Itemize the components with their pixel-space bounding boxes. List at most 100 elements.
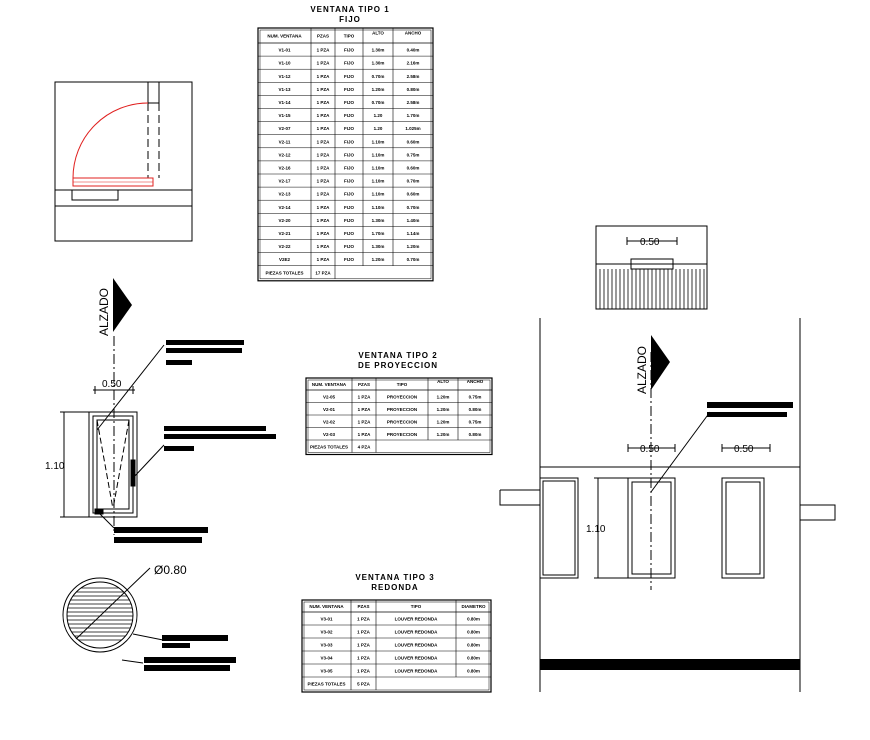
table-cell: FIJO: [344, 113, 355, 118]
table-cell: 1.10m: [372, 165, 385, 170]
table-cell: FIJO: [344, 139, 355, 144]
table-cell: 1 PZA: [317, 152, 331, 157]
table-cell: 1.20m: [437, 407, 450, 412]
table2-subtitle: DE PROYECCION: [358, 361, 438, 370]
table-cell: 2.58m: [407, 74, 420, 79]
table-cell: V2-05: [323, 394, 336, 399]
table-cell: 1 PZA: [317, 48, 331, 53]
table-cell: 1.20m: [407, 244, 420, 249]
table-cell: V1-01: [278, 48, 291, 53]
table-cell: 0.80m: [469, 432, 482, 437]
table-cell: 1.10m: [372, 139, 385, 144]
table-inner-frame: [259, 29, 432, 280]
left-elevation-marker: ALZADO: [97, 278, 132, 535]
table-cell: 1 PZA: [317, 61, 331, 66]
table-cell: V2-20: [278, 218, 291, 223]
table-cell: 1.14m: [407, 231, 420, 236]
table-cell: 1 PZA: [358, 394, 372, 399]
table-cell: 1.30m: [372, 61, 385, 66]
table-cell: 1.10m: [372, 205, 385, 210]
table1-title: VENTANA TIPO 1: [310, 5, 389, 14]
table-inner-frame: [303, 601, 490, 691]
table-cell: FIJO: [344, 179, 355, 184]
table-cell: 1.30m: [372, 218, 385, 223]
table-cell: FIJO: [344, 87, 355, 92]
total-value: 5 PZA: [357, 682, 371, 687]
table-cell: V2-22: [278, 244, 291, 249]
table-cell: V1-12: [278, 74, 291, 79]
sill-section-detail: [595, 225, 708, 310]
table-cell: 1.40m: [407, 218, 420, 223]
table-frame: [257, 27, 434, 282]
table-cell: 1.20: [374, 126, 383, 131]
table-cell: 1 PZA: [357, 656, 371, 661]
table-cell: 1 PZA: [317, 231, 331, 236]
table-cell: 1 PZA: [317, 139, 331, 144]
table-cell: V3-02: [320, 630, 333, 635]
table3-title: VENTANA TIPO 3: [355, 573, 434, 582]
table-cell: PROYECCION: [387, 432, 417, 437]
table2-title: VENTANA TIPO 2: [358, 351, 437, 360]
table-cell: 1 PZA: [317, 126, 331, 131]
table-cell: V2-07: [278, 126, 291, 131]
total-label: PIEZAS TOTALES: [265, 270, 303, 275]
redacted-notes-left: [114, 340, 276, 543]
table-cell: 0.80m: [467, 669, 480, 674]
table-inner-frame: [307, 379, 491, 453]
table-cell: 0.80m: [467, 617, 480, 622]
table-header: TIPO: [411, 604, 422, 609]
table-cell: LOUVER REDONDA: [395, 630, 439, 635]
table-cell: 0.75m: [469, 419, 482, 424]
table-cell: 2.16m: [407, 61, 420, 66]
table-cell: PROYECCION: [387, 419, 417, 424]
table-header: ANCHO: [405, 31, 422, 36]
table-cell: 1 PZA: [317, 218, 331, 223]
table-cell: 1 PZA: [357, 669, 371, 674]
table-cell: V2-03: [323, 432, 336, 437]
right-width-dimension-2: 0.50: [734, 444, 754, 455]
table-cell: 1 PZA: [358, 432, 372, 437]
total-label: PIEZAS TOTALES: [307, 682, 345, 687]
table-cell: FIJO: [344, 48, 355, 53]
table-cell: 1 PZA: [317, 244, 331, 249]
table-cell: V3-03: [320, 643, 333, 648]
table-cell: PROYECCION: [387, 407, 417, 412]
table-header: NUM. VENTANA: [267, 34, 302, 39]
door-plan-detail: [54, 81, 193, 242]
table-cell: 0.70m: [407, 205, 420, 210]
table-cell: 0.70m: [407, 257, 420, 262]
table-cell: V1-14: [278, 100, 291, 105]
table-cell: FIJO: [344, 205, 355, 210]
table-cell: LOUVER REDONDA: [395, 669, 439, 674]
table-cell: 0.60m: [407, 139, 420, 144]
table-header: NUM. VENTANA: [309, 604, 344, 609]
table-cell: 1.10m: [372, 192, 385, 197]
table-cell: 0.40m: [407, 48, 420, 53]
table-cell: 1.025m: [405, 126, 420, 131]
table-cell: 1 PZA: [357, 643, 371, 648]
table-cell: 0.80m: [467, 656, 480, 661]
table-cell: 1.20: [374, 113, 383, 118]
table-cell: FIJO: [344, 100, 355, 105]
table-header: PZAS: [357, 604, 369, 609]
table-cell: V2-02: [323, 419, 336, 424]
table-header: PZAS: [358, 382, 370, 387]
table-cell: PROYECCION: [387, 394, 417, 399]
table-cell: 0.60m: [407, 165, 420, 170]
table-cell: LOUVER REDONDA: [395, 617, 439, 622]
table-cell: 1 PZA: [358, 419, 372, 424]
diameter-dimension: Ø0.80: [154, 563, 187, 577]
table-cell: V2-14: [278, 205, 291, 210]
table-cell: FIJO: [344, 61, 355, 66]
table-cell: 1.30m: [372, 48, 385, 53]
table-cell: 1 PZA: [317, 87, 331, 92]
table-cell: 0.80m: [469, 407, 482, 412]
table-cell: FIJO: [344, 257, 355, 262]
table-header: NUM. VENTANA: [312, 382, 347, 387]
table-cell: 1.20m: [372, 257, 385, 262]
left-window-elevation: [60, 344, 165, 529]
left-height-dimension: 1.10: [45, 461, 65, 472]
